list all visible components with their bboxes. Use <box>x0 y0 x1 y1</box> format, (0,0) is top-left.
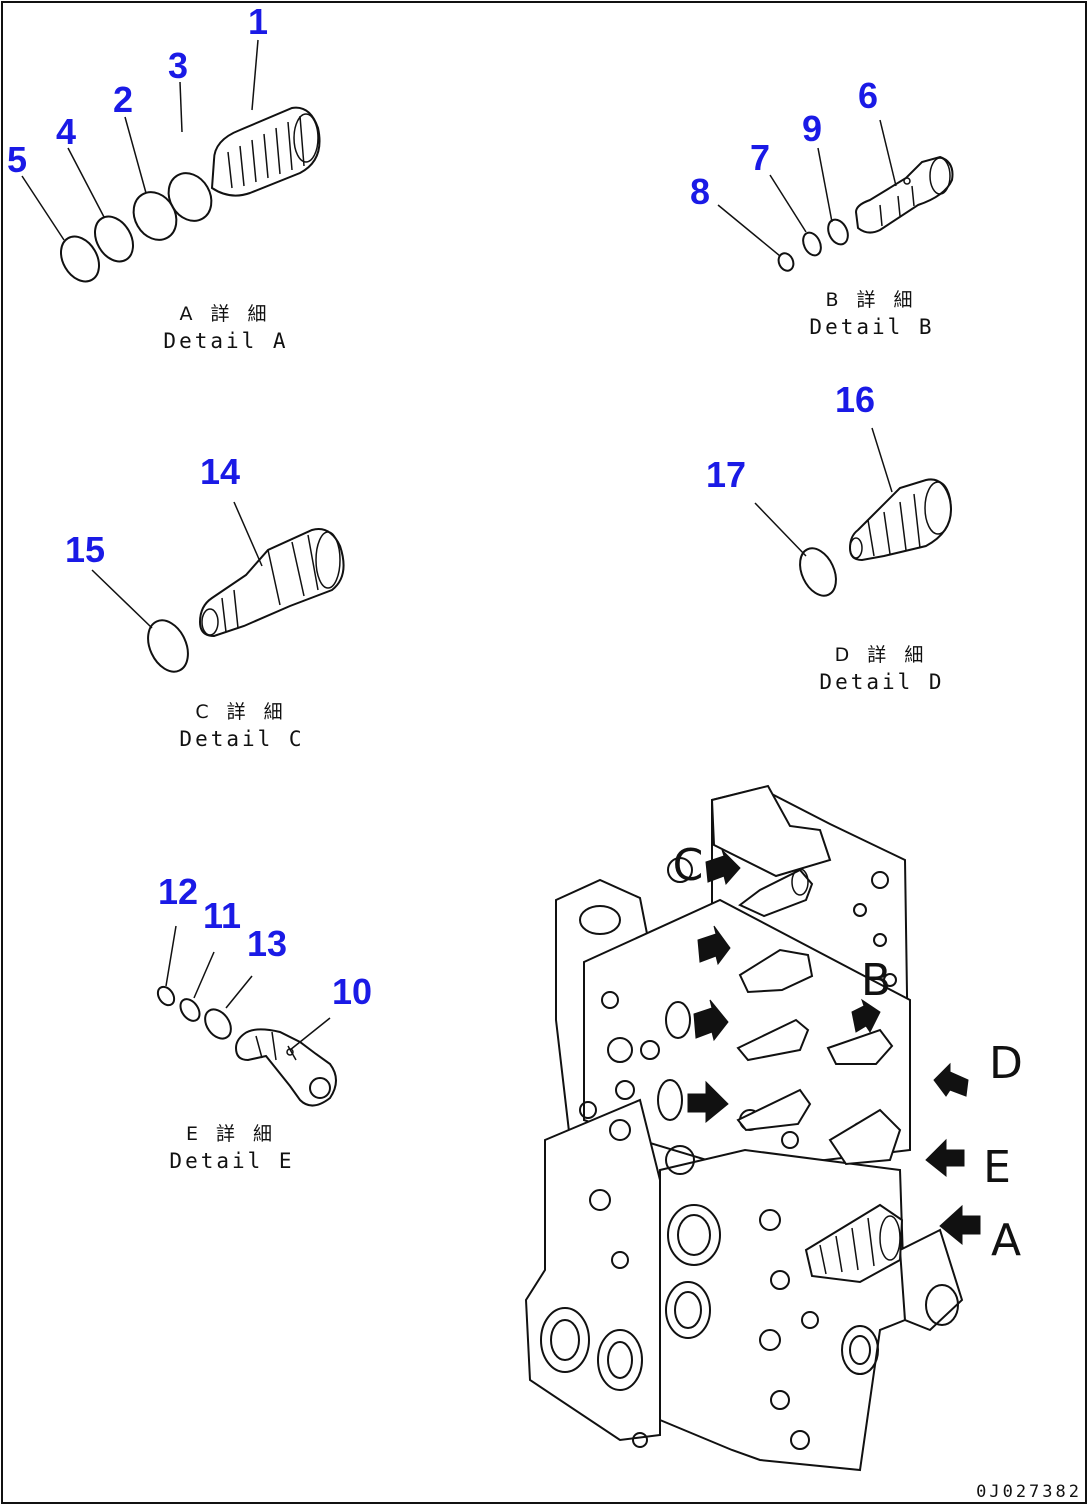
part-6-valve <box>854 155 954 234</box>
callout-11: 11 <box>203 895 241 936</box>
detail-d-group: 16 17 D 詳 細 Detail D <box>706 379 952 694</box>
part-14-valve <box>198 528 345 638</box>
view-letter-e: E <box>983 1142 1011 1193</box>
detail-b-group: 6 7 8 9 B 詳 細 Detail B <box>690 75 954 339</box>
part-8-oring <box>777 252 795 272</box>
detail-c-group: 14 15 C 詳 細 Detail C <box>65 451 345 751</box>
port-holes <box>540 857 959 1450</box>
detail-a-group: 1 2 3 4 5 A 詳 細 Detail A <box>7 1 321 353</box>
callout-5: 5 <box>7 139 27 180</box>
callout-10: 10 <box>332 971 372 1012</box>
callout-9: 9 <box>802 108 822 149</box>
detail-a-caption-en: Detail A <box>163 329 288 353</box>
detail-c-caption-en: Detail C <box>179 727 304 751</box>
callout-1: 1 <box>248 1 268 42</box>
part-16-valve <box>848 478 952 562</box>
part-11-oring <box>179 998 201 1022</box>
detail-b-caption-en: Detail B <box>809 315 934 339</box>
part-7-oring <box>802 231 822 257</box>
callout-8: 8 <box>690 171 710 212</box>
part-10-valve <box>234 1028 337 1107</box>
detail-c-caption-ja: C 詳 細 <box>195 701 288 723</box>
part-1-valve <box>210 106 321 197</box>
view-letter-d: D <box>989 1038 1023 1089</box>
control-valve-assembly: C B D E A <box>524 784 1023 1472</box>
detail-b-caption-ja: B 詳 細 <box>825 289 918 311</box>
part-5-backup-ring <box>60 235 100 283</box>
callout-2: 2 <box>113 79 133 120</box>
callout-16: 16 <box>835 379 875 420</box>
view-letter-c: C <box>673 840 704 891</box>
callout-4: 4 <box>56 111 76 152</box>
part-12-oring <box>156 985 176 1007</box>
drawing-code: 0J027382 <box>976 1482 1082 1502</box>
view-letter-a: A <box>991 1215 1021 1266</box>
part-15-oring <box>147 619 189 673</box>
part-13-oring <box>204 1008 232 1040</box>
detail-d-caption-ja: D 詳 細 <box>835 644 930 666</box>
callout-3: 3 <box>168 45 188 86</box>
callout-15: 15 <box>65 529 105 570</box>
callout-7: 7 <box>750 137 770 178</box>
part-9-oring <box>827 218 849 246</box>
installed-cartridges <box>736 868 904 1284</box>
detail-e-caption-en: Detail E <box>169 1149 294 1173</box>
view-letter-b: B <box>861 955 891 1006</box>
callout-14: 14 <box>200 451 240 492</box>
part-17-oring <box>799 547 837 597</box>
detail-d-caption-en: Detail D <box>819 670 944 694</box>
part-2-backup-ring <box>132 191 178 241</box>
detail-e-group: 10 11 12 13 E 詳 細 Detail E <box>156 871 372 1173</box>
view-arrows <box>687 849 981 1246</box>
detail-a-caption-ja: A 詳 細 <box>179 303 272 325</box>
part-4-oring <box>94 215 134 263</box>
callout-6: 6 <box>858 75 878 116</box>
callout-13: 13 <box>247 923 287 964</box>
detail-e-caption-ja: E 詳 細 <box>186 1123 278 1145</box>
part-3-oring <box>167 172 213 222</box>
callout-12: 12 <box>158 871 198 912</box>
callout-17: 17 <box>706 454 746 495</box>
